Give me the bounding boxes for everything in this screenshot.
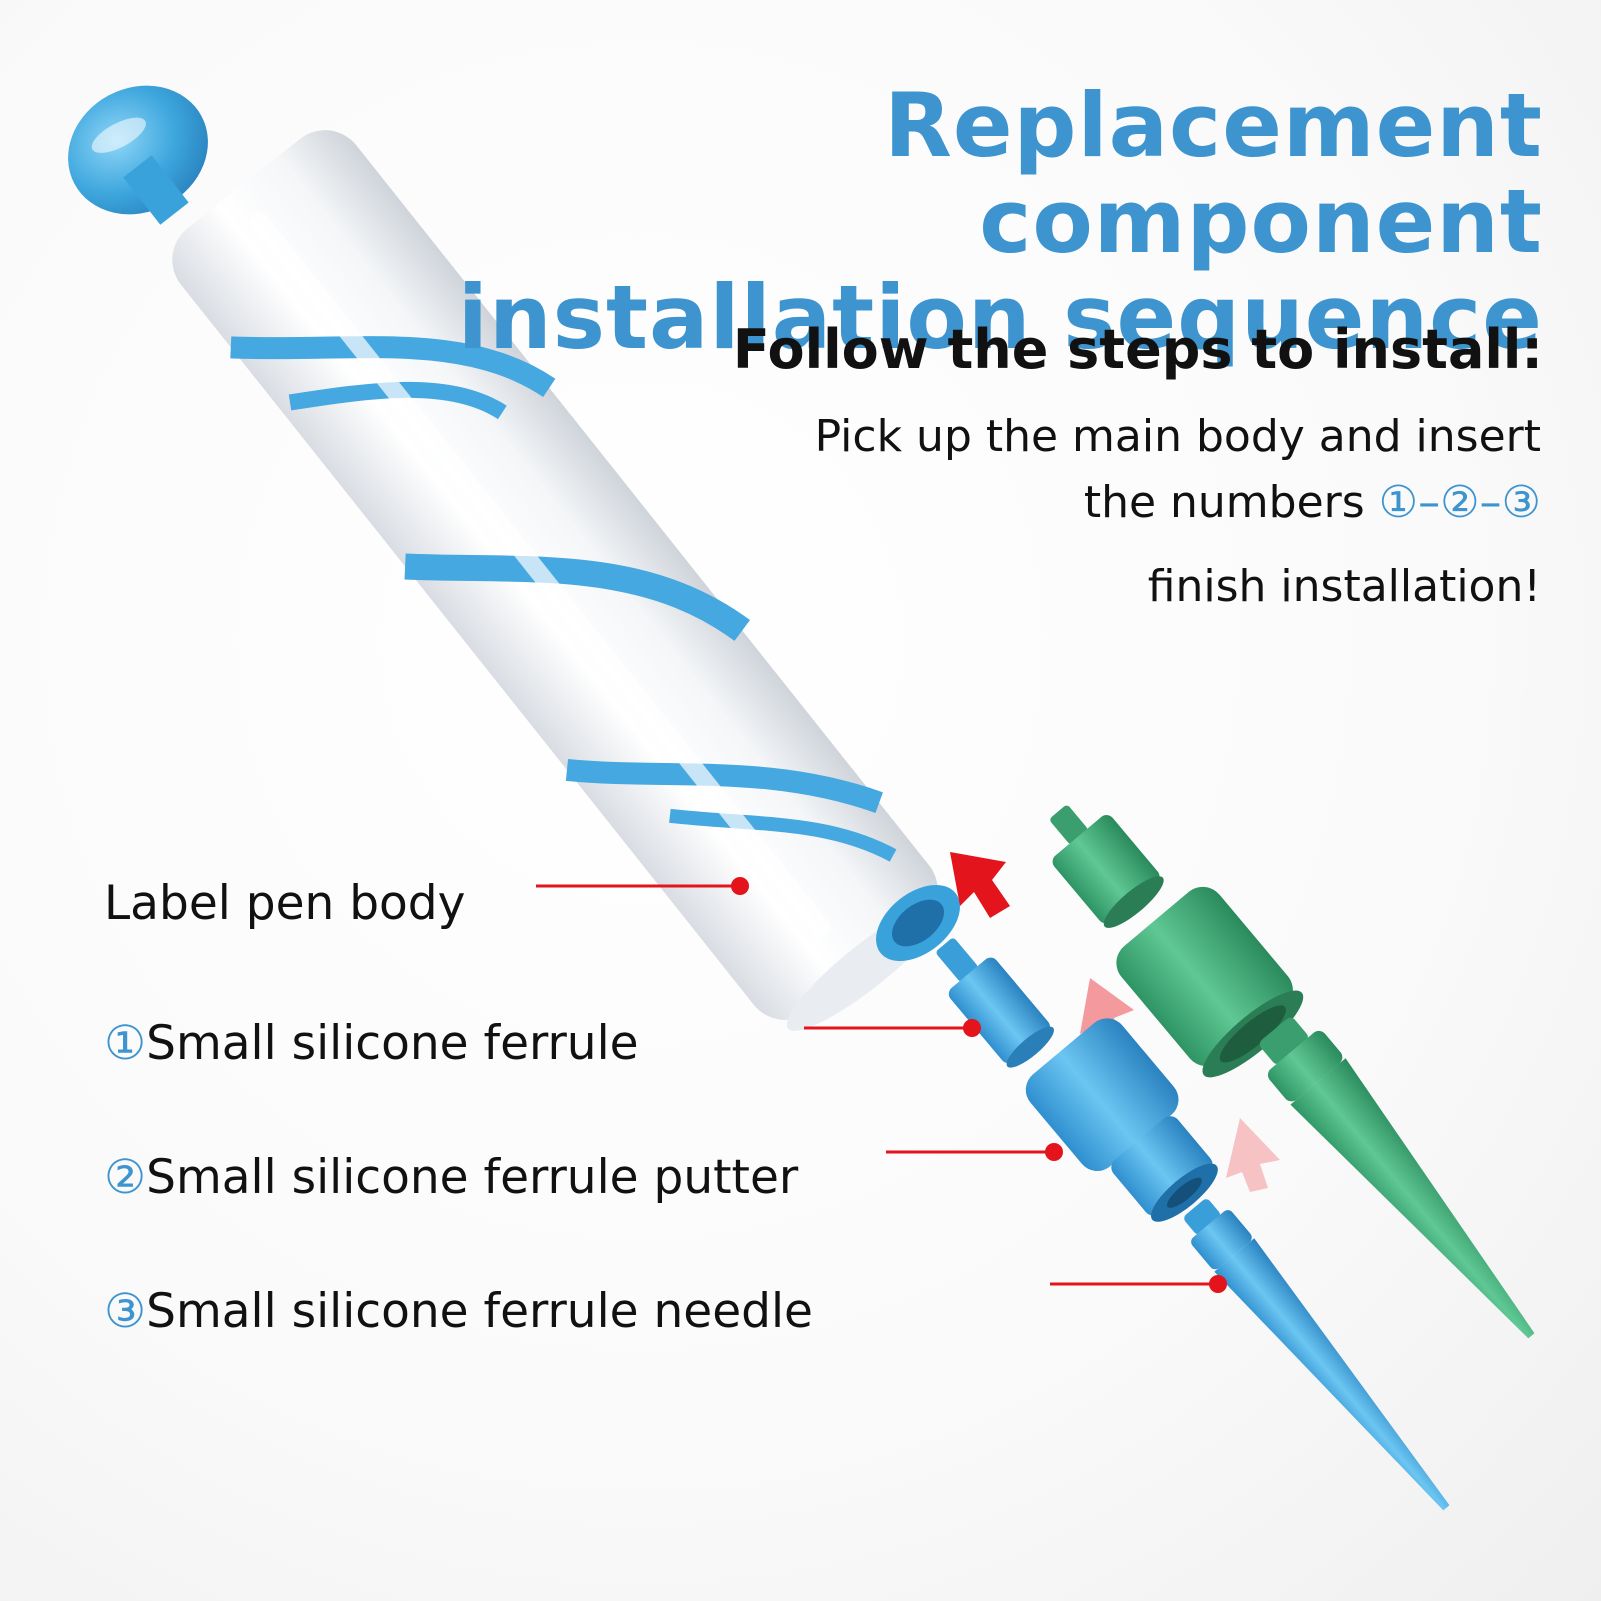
instruction-line-2-prefix: the numbers [1083, 477, 1379, 528]
instruction-line-3: finish installation! [1147, 561, 1541, 612]
label-number: ② [104, 1150, 147, 1205]
insert-arrow-icon [1080, 978, 1134, 1048]
small-silicone-ferrule [936, 938, 1054, 1068]
green-ferrule-putter [1116, 886, 1304, 1078]
label-pen-body: Label pen body [104, 876, 465, 931]
pointer-line-putter [886, 1143, 1063, 1161]
label-small-silicone-ferrule-needle: ③Small silicone ferrule needle [104, 1284, 813, 1339]
label-number: ① [104, 1016, 147, 1071]
label-text: Small silicone ferrule putter [146, 1150, 799, 1205]
label-text: Small silicone ferrule [146, 1016, 639, 1071]
pointer-dot-icon [963, 1019, 981, 1037]
insert-arrow-icon [1226, 1118, 1280, 1192]
subtitle: Follow the steps to install: [732, 318, 1543, 381]
title-line-2: installation sequence [457, 266, 1543, 369]
pointer-line-needle [1050, 1275, 1227, 1293]
pointer-dot-icon [1209, 1275, 1227, 1293]
pen-body [68, 85, 960, 1031]
green-ferrule-needle [1259, 1017, 1535, 1339]
small-silicone-ferrule-needle [1184, 1199, 1450, 1511]
small-silicone-ferrule-putter [1025, 1018, 1218, 1222]
pointer-dot-icon [1045, 1143, 1063, 1161]
instruction-step-numbers: ①–②–③ [1378, 477, 1541, 528]
instructions: Pick up the main body and insert the num… [641, 404, 1541, 620]
instruction-line-1: Pick up the main body and insert [814, 411, 1541, 462]
insert-arrow-icon [950, 852, 1010, 918]
pointer-line-body [536, 877, 749, 895]
label-text: Small silicone ferrule needle [146, 1284, 813, 1339]
green-ferrule [1050, 805, 1164, 928]
label-text: Label pen body [104, 876, 466, 931]
title-line-1: Replacement component [884, 74, 1543, 273]
pointer-dot-icon [731, 877, 749, 895]
label-small-silicone-ferrule-putter: ②Small silicone ferrule putter [104, 1150, 798, 1205]
label-number: ③ [104, 1284, 147, 1339]
page-title: Replacement component installation seque… [343, 78, 1543, 366]
label-small-silicone-ferrule: ①Small silicone ferrule [104, 1016, 639, 1071]
pointer-line-ferrule [804, 1019, 981, 1037]
